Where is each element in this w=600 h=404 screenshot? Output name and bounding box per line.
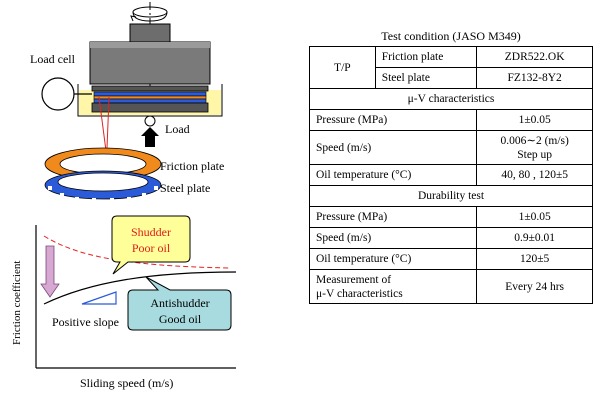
friction-plate-cell: Friction plate (374, 46, 478, 68)
y-axis-label: Friction coefficient (11, 261, 23, 345)
load-cell-label: Load cell (30, 52, 76, 66)
dur-pressure-label: Pressure (MPa) (308, 206, 478, 228)
friction-plate-label: Friction plate (160, 159, 224, 173)
dur-oil-value: 120±5 (476, 248, 593, 270)
table-row: Durability test (309, 185, 593, 207)
slope-triangle-icon (81, 291, 117, 305)
shudder-callout: Shudder Poor oil (111, 215, 191, 275)
steel-plate-cell: Steel plate (374, 67, 478, 89)
x-axis-label: Sliding speed (m/s) (80, 376, 173, 390)
uv-speed-mode: Step up (517, 148, 553, 161)
table-row: Pressure (MPa) 1±0.05 (308, 109, 593, 131)
measurement-label: Measurement of μ-V characteristics (308, 269, 478, 304)
dur-speed-label: Speed (m/s) (308, 227, 478, 249)
measurement-label-line1: Measurement of (316, 273, 392, 286)
uv-speed-range: 0.006∼2 (m/s) (500, 134, 569, 147)
steel-plate-label: Steel plate (160, 181, 210, 195)
table-row: Steel plate FZ132-8Y2 (310, 67, 593, 89)
friction-plate-layer (93, 95, 207, 100)
uv-oil-value: 40, 80 , 120±5 (476, 164, 593, 186)
rotation-arrow-icon (130, 6, 168, 22)
uv-pressure-value: 1±0.05 (476, 109, 593, 131)
table-row: Speed (m/s) 0.9±0.01 (308, 227, 593, 249)
durability-section-heading: Durability test (309, 185, 593, 207)
table-row: Speed (m/s) 0.006∼2 (m/s) Step up (308, 130, 593, 165)
friction-plate-icon (44, 147, 162, 181)
steel-plate-layer (93, 91, 207, 97)
test-condition-table: T/P Friction plate ZDR522.OK Steel plate… (308, 46, 593, 304)
table-row: Measurement of μ-V characteristics Every… (308, 269, 593, 304)
dur-pressure-value: 1±0.05 (476, 206, 593, 228)
table-caption: Test condition (JASO M349) (381, 29, 521, 43)
table-row: Pressure (MPa) 1±0.05 (308, 206, 593, 228)
friction-plate-value: ZDR522.OK (476, 46, 593, 68)
antishudder-oil-text: Good oil (159, 312, 202, 326)
uv-speed-label: Speed (m/s) (308, 130, 478, 165)
dur-speed-value: 0.9±0.01 (476, 227, 593, 249)
antishudder-callout: Antishudder Good oil (127, 276, 232, 331)
shudder-text: Shudder (131, 225, 171, 239)
shaft (129, 23, 171, 43)
table-row: Oil temperature (°C) 40, 80 , 120±5 (308, 164, 593, 186)
test-condition-table-wrapper: Test condition (JASO M349) T/P Friction … (308, 26, 593, 304)
down-arrow-icon (40, 245, 60, 298)
drum (89, 41, 211, 85)
load-label: Load (165, 122, 190, 136)
table-row: T/P Friction plate ZDR522.OK (309, 46, 593, 89)
uv-speed-value: 0.006∼2 (m/s) Step up (476, 130, 593, 165)
antishudder-text: Antishudder (150, 296, 209, 310)
good-oil-curve (43, 271, 237, 305)
uv-oil-label: Oil temperature (°C) (308, 164, 478, 186)
uv-pressure-label: Pressure (MPa) (308, 109, 478, 131)
measurement-value: Every 24 hrs (476, 269, 593, 304)
poor-oil-curve (43, 235, 231, 269)
table-row: Oil temperature (°C) 120±5 (308, 248, 593, 270)
load-arrow-icon (141, 127, 159, 147)
steel-plate-icon (44, 170, 162, 201)
tp-label: T/P (309, 46, 376, 89)
measurement-label-line2: μ-V characteristics (316, 287, 403, 300)
test-apparatus-diagram: Load cell Load Friction plate Steel plat… (11, 2, 237, 390)
table-row: μ-V characteristics (309, 88, 593, 110)
uv-section-heading: μ-V characteristics (309, 88, 593, 110)
dur-oil-label: Oil temperature (°C) (308, 248, 478, 270)
steel-plate-value: FZ132-8Y2 (476, 67, 593, 89)
shudder-oil-text: Poor oil (132, 241, 171, 255)
positive-slope-label: Positive slope (52, 315, 119, 329)
load-point-icon (144, 115, 156, 127)
load-cell-icon (41, 77, 75, 111)
